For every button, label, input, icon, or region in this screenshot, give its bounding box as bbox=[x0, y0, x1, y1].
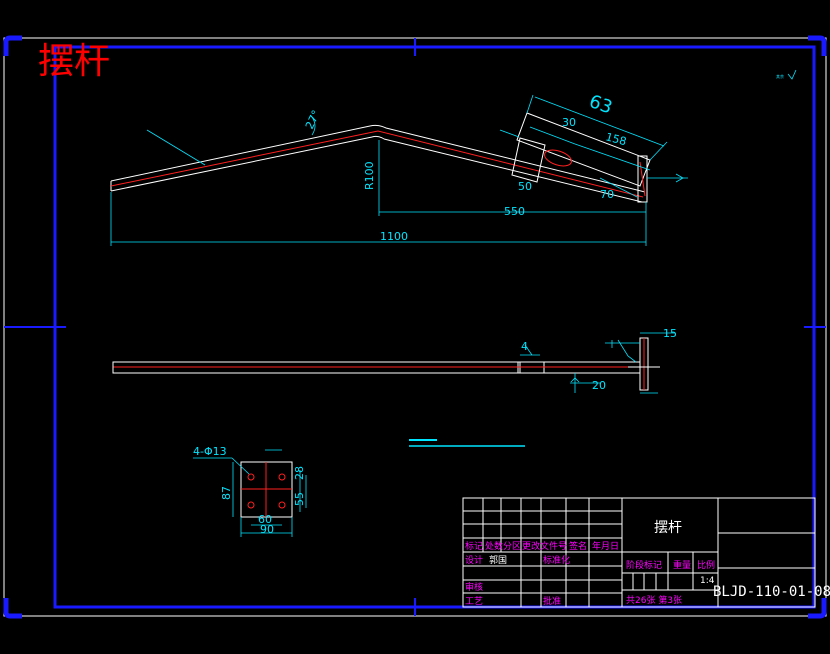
dim-27deg: 27° bbox=[303, 108, 323, 131]
dim-15: 15 bbox=[663, 327, 677, 340]
dim-70: 70 bbox=[600, 188, 614, 201]
dim-550: 550 bbox=[504, 205, 525, 218]
hole-callout: 4-Φ13 bbox=[193, 445, 227, 458]
tb-scale-label: 比例 bbox=[697, 559, 715, 571]
dim-87: 87 bbox=[220, 486, 233, 500]
plate-view bbox=[240, 461, 293, 518]
tb-hdr-zone: 分区 bbox=[503, 541, 521, 552]
tb-hdr-date: 年月日 bbox=[592, 540, 619, 552]
dim-r100: R100 bbox=[363, 161, 376, 190]
technical-notes bbox=[409, 439, 525, 447]
dim-4: 4 bbox=[521, 340, 528, 353]
top-dimensions bbox=[520, 332, 675, 394]
tb-hdr-sign: 签名 bbox=[569, 540, 587, 552]
dim-28: 28 bbox=[293, 466, 306, 480]
dim-63: 63 bbox=[586, 91, 615, 119]
roughness-note: 其余 bbox=[776, 73, 784, 79]
tb-part-name: 摆杆 bbox=[654, 520, 682, 536]
dim-30: 30 bbox=[562, 116, 576, 129]
tb-process: 工艺 bbox=[465, 596, 483, 607]
dim-60: 60 bbox=[258, 513, 272, 526]
tb-sheets: 共26张 第3张 bbox=[626, 594, 682, 606]
dim-50: 50 bbox=[518, 180, 532, 193]
corner-markers bbox=[3, 35, 827, 619]
title-overlay: 摆杆 bbox=[38, 41, 110, 82]
tb-drawing-number: BLJD-110-01-08 bbox=[713, 584, 830, 600]
tb-hdr-mark: 标记 bbox=[465, 540, 483, 552]
tb-designer: 郭国 bbox=[489, 554, 507, 566]
title-block-grid bbox=[462, 497, 816, 608]
tb-weight: 重量 bbox=[673, 559, 691, 571]
tb-design: 设计 bbox=[465, 554, 483, 566]
tb-stage-mark: 阶段标记 bbox=[626, 559, 662, 571]
dim-1100: 1100 bbox=[380, 230, 408, 243]
tb-hdr-count: 处数 bbox=[485, 540, 503, 552]
plate-dimensions bbox=[193, 449, 307, 537]
dim-20: 20 bbox=[592, 379, 606, 392]
dim-90: 90 bbox=[260, 523, 274, 536]
front-dimensions bbox=[110, 94, 668, 246]
dim-55: 55 bbox=[293, 492, 306, 506]
dim-158: 158 bbox=[604, 130, 628, 148]
roughness-symbol bbox=[787, 69, 797, 80]
inner-frame bbox=[53, 45, 816, 609]
outer-frame bbox=[3, 37, 827, 617]
front-view bbox=[110, 112, 688, 203]
tb-review: 审核 bbox=[465, 581, 483, 593]
tb-scale-value: 1:4 bbox=[700, 576, 715, 586]
tb-approve: 批准 bbox=[543, 595, 561, 607]
centering-marks bbox=[4, 38, 826, 616]
top-view bbox=[112, 337, 660, 391]
tb-hdr-docno: 更改文件号 bbox=[522, 540, 567, 552]
tb-standard: 标准化 bbox=[543, 554, 570, 566]
